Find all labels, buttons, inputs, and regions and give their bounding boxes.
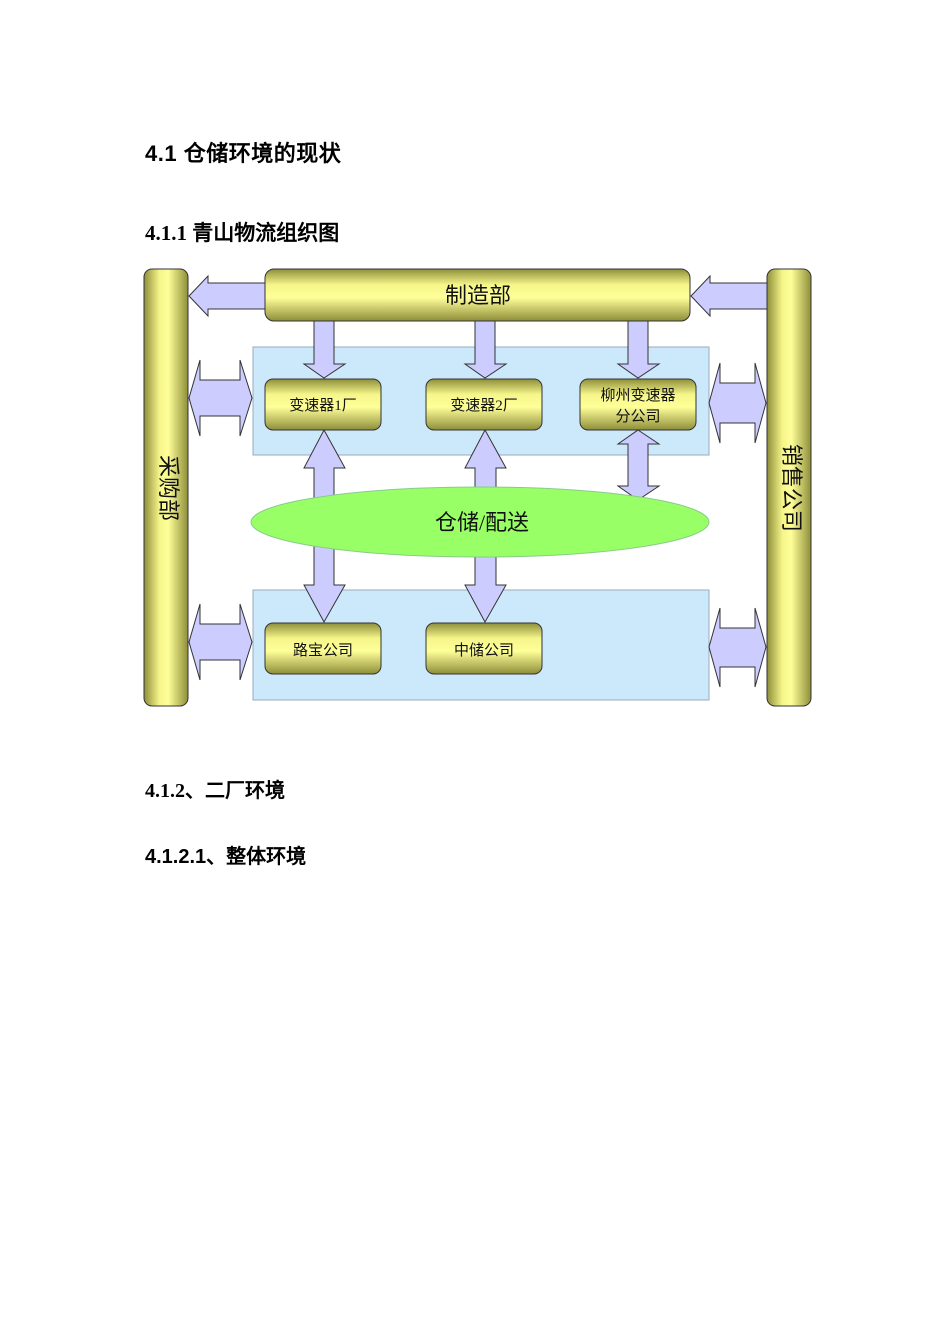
plant2-box: 变速器2厂 xyxy=(425,378,543,431)
arrow-sales-to-manufacturing xyxy=(690,274,768,318)
arrow-purchasing-partners xyxy=(188,603,253,681)
sales-label: 销售公司 xyxy=(779,444,804,532)
plant1-box: 变速器1厂 xyxy=(264,378,382,431)
organization-diagram: 采购部 销售公司 制造部 仓储/配送 变速器1厂 变速器2厂 柳州变速器 分 xyxy=(143,268,812,707)
arrow-purchasing-plants xyxy=(188,359,253,437)
arrow-manufacturing-to-liuzhou xyxy=(616,320,661,379)
purchasing-label: 采购部 xyxy=(156,455,181,521)
manufacturing-label: 制造部 xyxy=(445,283,511,308)
plant1-label: 变速器1厂 xyxy=(289,397,357,414)
heading-4-1: 4.1 仓储环境的现状 xyxy=(145,141,342,166)
lubao-company-box: 路宝公司 xyxy=(264,622,382,675)
liuzhou-label-line2: 分公司 xyxy=(615,408,660,425)
plant2-label: 变速器2厂 xyxy=(450,397,518,414)
liuzhou-branch-box: 柳州变速器 分公司 xyxy=(579,378,697,431)
zhongchu-label: 中储公司 xyxy=(454,642,514,659)
arrow-sales-partners xyxy=(708,607,767,688)
lubao-label: 路宝公司 xyxy=(293,642,353,659)
arrow-manufacturing-to-plant2 xyxy=(463,320,508,379)
manufacturing-dept-bar: 制造部 xyxy=(264,268,691,322)
arrow-sales-plants xyxy=(708,362,767,444)
heading-4-1-1: 4.1.1 青山物流组织图 xyxy=(145,221,340,245)
liuzhou-label-line1: 柳州变速器 xyxy=(600,387,675,404)
warehouse-distribution-ellipse: 仓储/配送 xyxy=(250,486,710,558)
warehouse-label: 仓储/配送 xyxy=(435,510,529,535)
arrow-manufacturing-to-purchasing xyxy=(188,274,266,318)
purchasing-dept-bar: 采购部 xyxy=(143,268,189,707)
heading-4-1-2-1: 4.1.2.1、整体环境 xyxy=(145,846,307,868)
heading-4-1-2: 4.1.2、二厂环境 xyxy=(145,780,285,802)
sales-company-bar: 销售公司 xyxy=(766,268,812,707)
zhongchu-company-box: 中储公司 xyxy=(425,622,543,675)
arrow-manufacturing-to-plant1 xyxy=(302,320,347,379)
arrow-liuzhou-warehouse xyxy=(616,429,661,501)
